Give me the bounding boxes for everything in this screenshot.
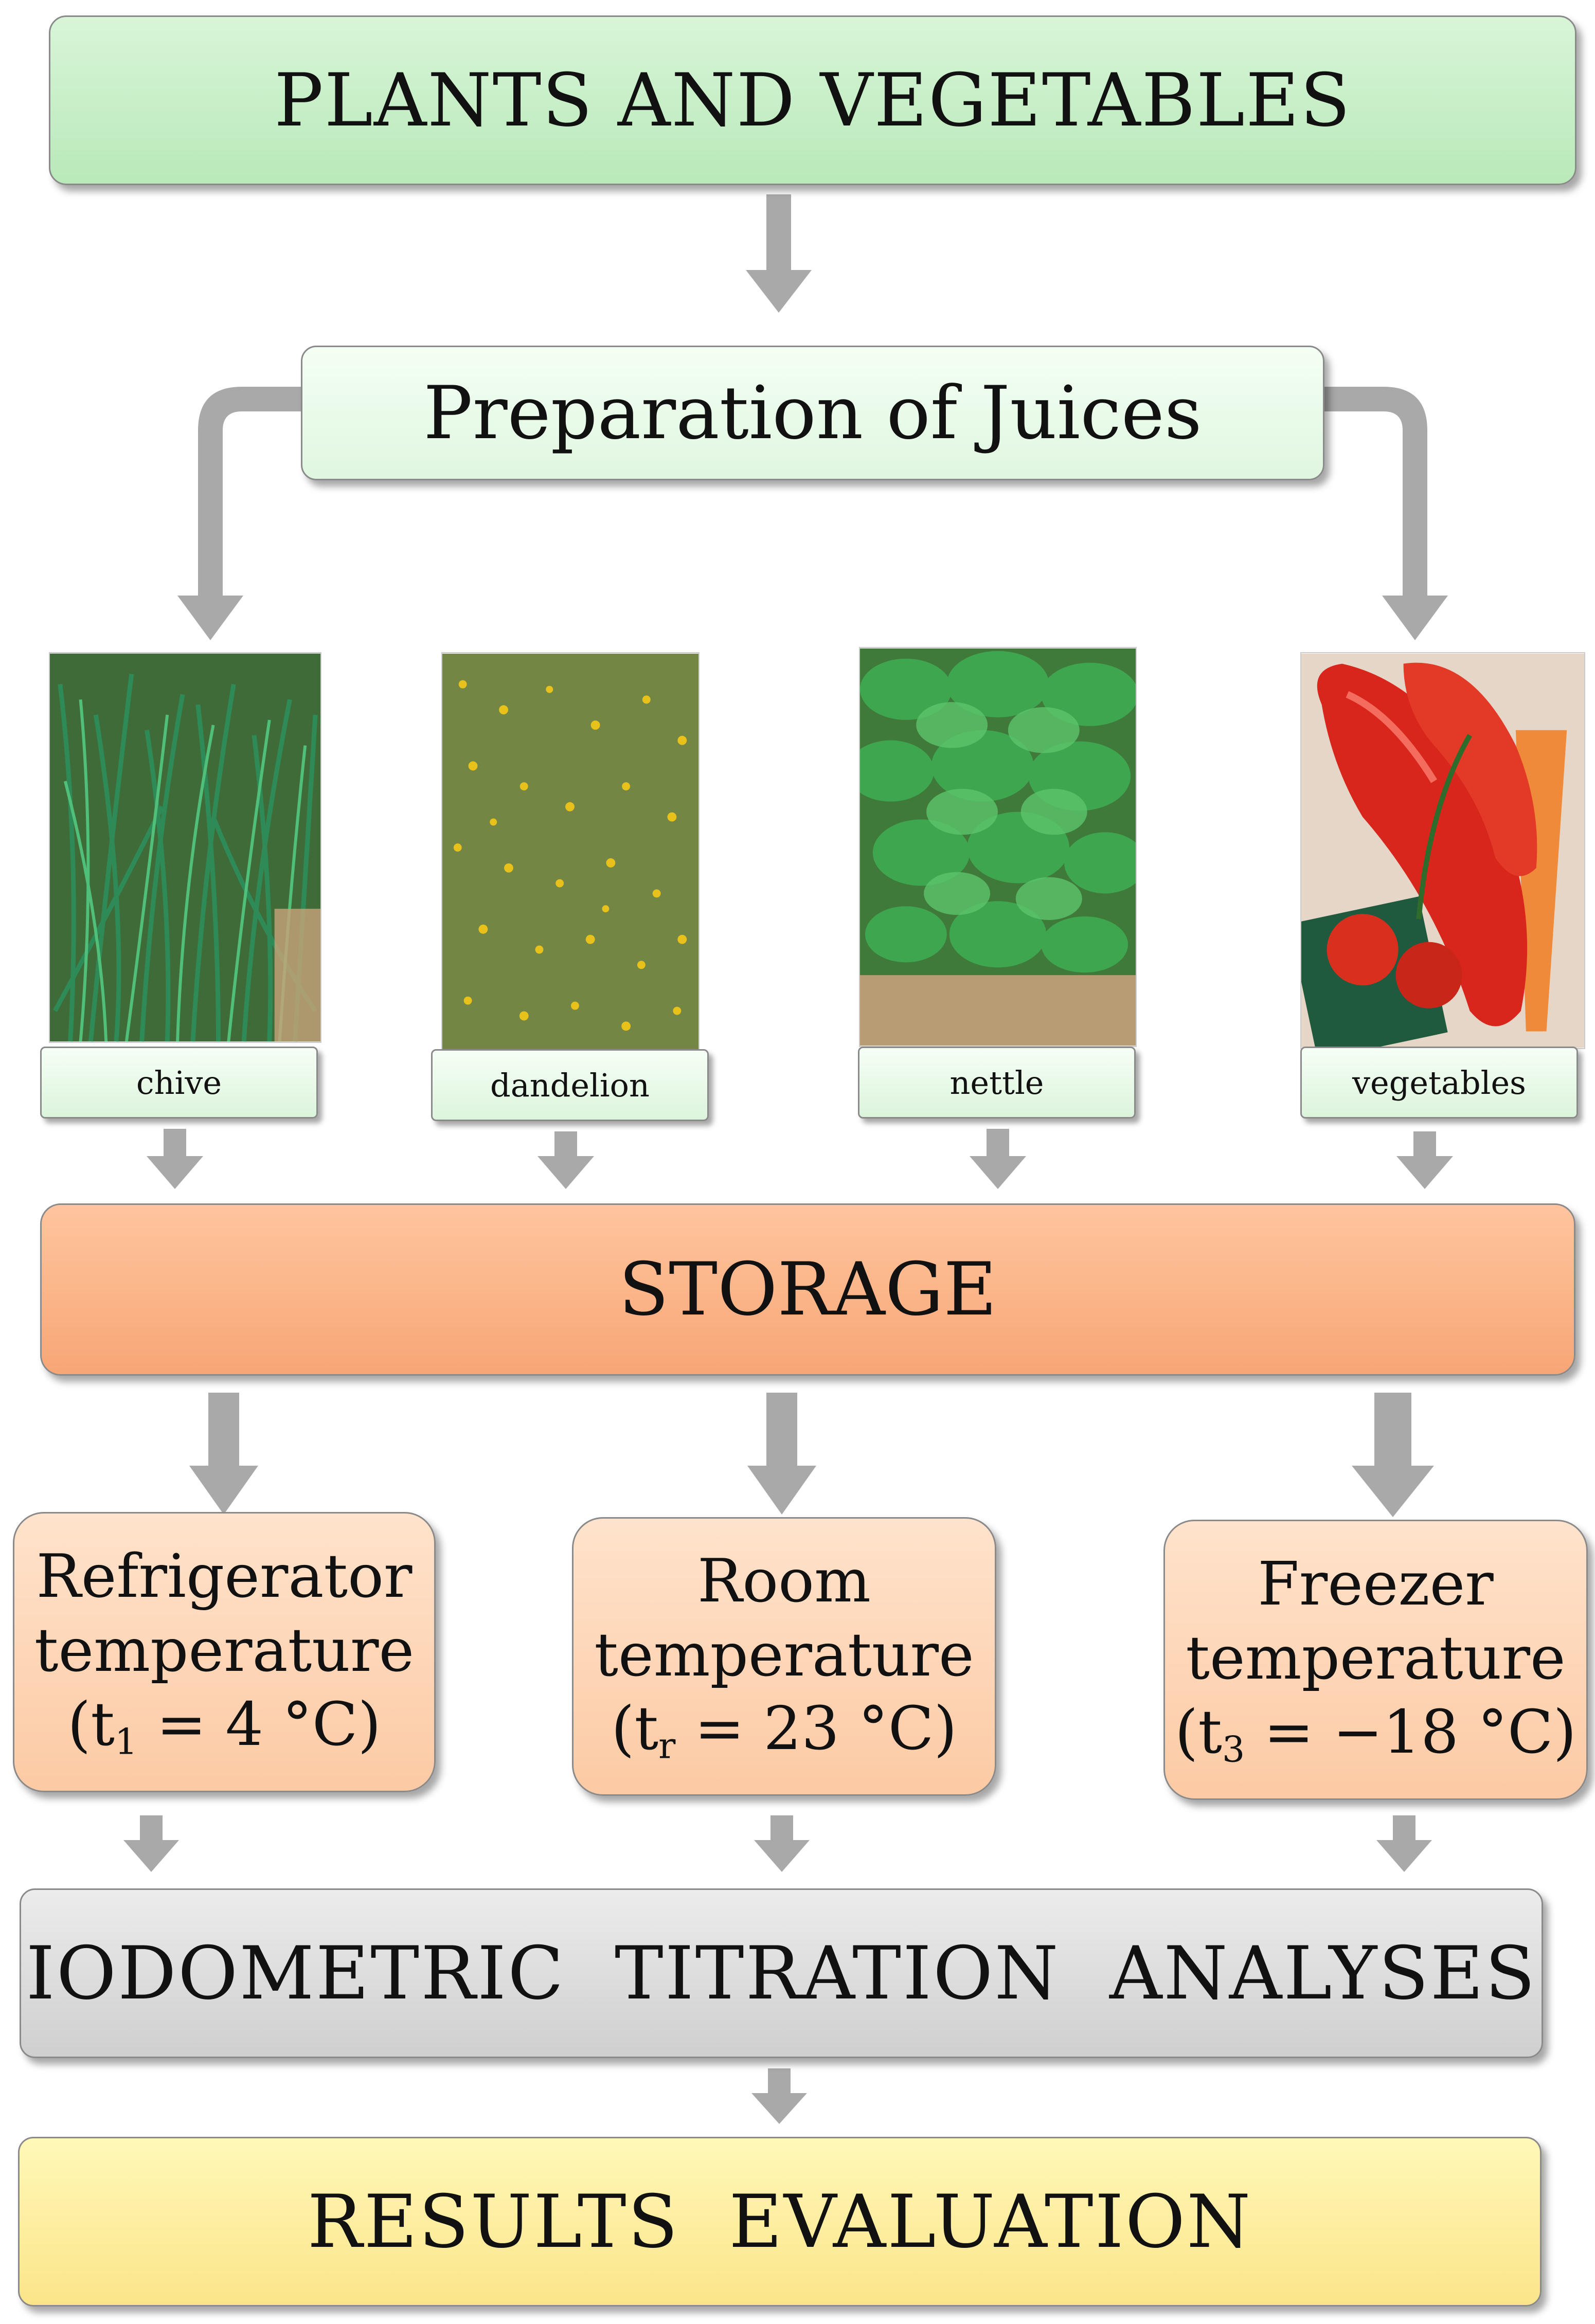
room-line3: (tr = 23 °C)	[611, 1694, 957, 1767]
sample-label-chive: chive	[40, 1047, 318, 1119]
freezer-line3: (t3 = −18 °C)	[1175, 1697, 1576, 1771]
sample-label-dandelion-text: dandelion	[490, 1066, 650, 1104]
sample-label-chive-text: chive	[136, 1064, 222, 1102]
preparation-of-juices-text: Preparation of Juices	[423, 370, 1202, 456]
plants-and-vegetables-box: PLANTS AND VEGETABLES	[49, 15, 1576, 185]
arrow-freezer-to-analyses	[1376, 1840, 1432, 1872]
sample-label-nettle: nettle	[858, 1047, 1136, 1119]
arrow-refrigerator-to-analyses	[123, 1840, 179, 1872]
sample-label-dandelion: dandelion	[431, 1049, 709, 1121]
iodometric-titration-text: IODOMETRIC TITRATION ANALYSES	[26, 1931, 1537, 2016]
arrow-dandelion-to-storage	[537, 1156, 594, 1189]
arrow-room-to-analyses	[754, 1840, 810, 1872]
arrow-vegetables-to-storage	[1396, 1156, 1453, 1189]
arrow-storage-to-refrigerator	[189, 1466, 258, 1515]
arrow-nettle-to-storage	[970, 1156, 1026, 1189]
arrow-head-to-chive	[177, 596, 243, 640]
vegetables-photo	[1300, 652, 1585, 1049]
room-temperature-box: Room temperature (tr = 23 °C)	[572, 1517, 996, 1796]
sample-label-vegetables: vegetables	[1300, 1047, 1578, 1119]
freezer-line1: Freezer	[1258, 1550, 1494, 1619]
refrigerator-temperature-box: Refrigerator temperature (t1 = 4 °C)	[13, 1512, 436, 1792]
arrow-storage-to-room	[747, 1466, 816, 1515]
refrigerator-line2: temperature	[34, 1616, 415, 1686]
connector-juices-to-chive	[198, 387, 301, 597]
iodometric-titration-box: IODOMETRIC TITRATION ANALYSES	[20, 1888, 1543, 2058]
plants-and-vegetables-text: PLANTS AND VEGETABLES	[274, 58, 1351, 143]
refrigerator-line3: (t1 = 4 °C)	[67, 1689, 381, 1763]
storage-box: STORAGE	[40, 1203, 1575, 1376]
results-evaluation-box: RESULTS EVALUATION	[18, 2137, 1542, 2307]
connector-juices-to-vegetables	[1324, 387, 1427, 597]
sample-label-nettle-text: nettle	[949, 1064, 1044, 1102]
arrow-analyses-to-results	[751, 2093, 807, 2124]
room-line2: temperature	[594, 1620, 974, 1690]
arrow-head-plants-to-juices	[746, 270, 812, 313]
nettle-photo	[859, 647, 1137, 1047]
freezer-line2: temperature	[1186, 1624, 1566, 1694]
arrow-chive-to-storage	[147, 1156, 203, 1189]
dandelion-photo	[441, 652, 700, 1051]
arrow-head-to-vegetables	[1382, 596, 1448, 640]
results-evaluation-text: RESULTS EVALUATION	[307, 2179, 1252, 2264]
arrow-storage-to-freezer	[1352, 1466, 1434, 1517]
freezer-temperature-box: Freezer temperature (t3 = −18 °C)	[1163, 1520, 1588, 1800]
storage-text: STORAGE	[619, 1247, 997, 1332]
refrigerator-line1: Refrigerator	[36, 1542, 413, 1612]
arrow-plants-to-juices	[766, 194, 791, 272]
chive-photo	[49, 652, 321, 1043]
room-line1: Room	[697, 1546, 871, 1616]
sample-label-vegetables-text: vegetables	[1352, 1064, 1526, 1102]
preparation-of-juices-box: Preparation of Juices	[301, 346, 1324, 480]
